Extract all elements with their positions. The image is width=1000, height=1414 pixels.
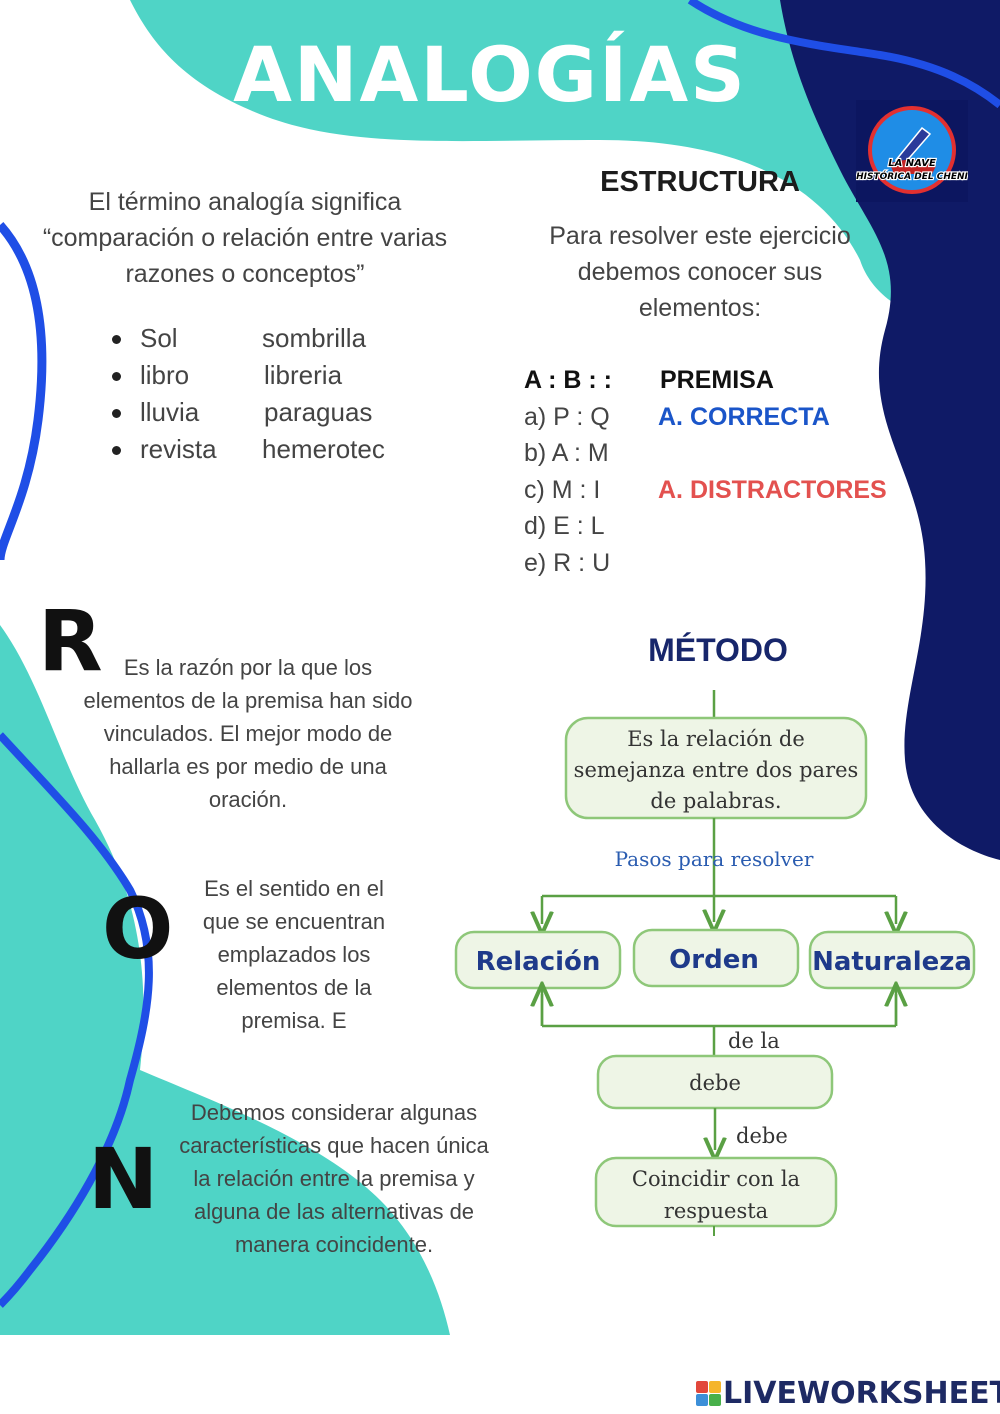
example-pair: paraguas: [264, 397, 373, 427]
o-text: Es el sentido en el que se encuentran em…: [202, 876, 386, 1033]
example-word: lluvia: [140, 397, 200, 427]
final-line-2: respuesta: [664, 1199, 768, 1223]
method-flowchart: Es la relación de semejanza entre dos pa…: [454, 690, 976, 1236]
letter-o: O: [102, 880, 174, 978]
final-box: [594, 1156, 838, 1228]
example-pair: libreria: [264, 360, 343, 390]
definition-line-1: Es la relación de: [627, 727, 805, 751]
example-word: revista: [140, 434, 217, 464]
debe-arrow-label: debe: [736, 1124, 788, 1148]
option-d: d) E : L: [524, 512, 605, 540]
liveworksheets-brand[interactable]: LIVEWORKSHEETS: [696, 1376, 1000, 1411]
steps-label: Pasos para resolver: [615, 847, 814, 871]
option-b: b) A : M: [524, 439, 609, 467]
option-c: c) M : I: [524, 476, 601, 504]
bullet-icon: [112, 335, 121, 344]
bullet-icon: [112, 446, 121, 455]
structure-text: Para resolver este ejercicio debemos con…: [549, 222, 851, 322]
brand-logo-icon: [696, 1381, 721, 1406]
nave-logo: LA NAVE HISTÓRICA DEL CHENI: [856, 100, 968, 202]
final-line-1: Coincidir con la: [632, 1167, 800, 1191]
brand-name: LIVEWORKSHEETS: [723, 1376, 1000, 1411]
analogy-head: A : B : :: [524, 366, 612, 394]
logo-line-2: HISTÓRICA DEL CHENI: [856, 170, 968, 182]
option-e: e) R : U: [524, 549, 611, 577]
letter-n: N: [88, 1130, 159, 1228]
n-text: Debemos considerar algunas característic…: [179, 1100, 489, 1257]
premisa-label: PREMISA: [660, 366, 774, 394]
example-word: libro: [140, 360, 190, 390]
step-relacion: Relación: [476, 947, 601, 977]
bullet-icon: [112, 372, 121, 381]
method-title: MÉTODO: [648, 632, 788, 668]
definition-line-2: semejanza entre dos pares: [574, 758, 859, 782]
definition-line-3: de palabras.: [650, 789, 781, 813]
definition-box: [564, 716, 868, 820]
bullet-icon: [112, 409, 121, 418]
example-word: Sol: [140, 323, 178, 353]
letter-r: R: [38, 592, 103, 690]
example-pair: sombrilla: [262, 323, 367, 353]
example-pair: hemerotec: [262, 434, 385, 464]
structure-title: ESTRUCTURA: [600, 166, 800, 198]
step-orden: Orden: [669, 945, 759, 975]
step-naturaleza: Naturaleza: [812, 947, 972, 977]
intro-text: El término analogía significa “comparaci…: [42, 188, 448, 288]
debe-box-text: debe: [689, 1071, 741, 1095]
step-box-orden: [632, 928, 800, 988]
r-text: Es la razón por la que los elementos de …: [83, 655, 413, 812]
option-a: a) P : Q: [524, 403, 610, 431]
de-la-label: de la: [728, 1029, 780, 1053]
correct-label: A. CORRECTA: [658, 403, 830, 431]
logo-line-1: LA NAVE: [888, 158, 936, 169]
page-title: ANALOGÍAS: [233, 30, 747, 119]
distractor-label: A. DISTRACTORES: [658, 476, 887, 504]
